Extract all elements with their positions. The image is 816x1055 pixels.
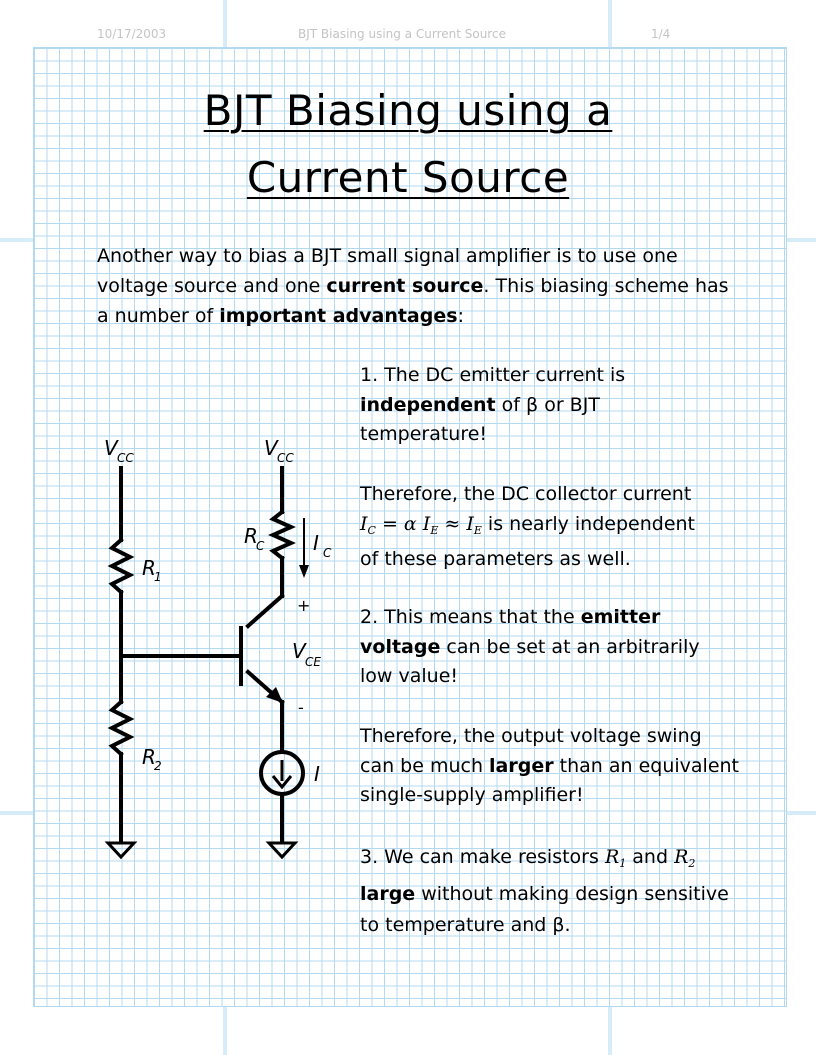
point-1-line: independent of β or BJT bbox=[360, 391, 780, 421]
collector-current-equation: IC = α IE ≈ IE is nearly independent bbox=[360, 510, 780, 546]
label-vcc-left: V bbox=[104, 436, 119, 460]
intro-text: voltage source and one bbox=[97, 275, 327, 297]
intro-text: a number of bbox=[97, 305, 220, 327]
label-rc-sub: C bbox=[256, 539, 265, 553]
math-subscript: C bbox=[367, 523, 376, 537]
intro-paragraph: Another way to bias a BJT small signal a… bbox=[97, 241, 757, 331]
text: is nearly independent bbox=[481, 512, 696, 535]
point-2: 2. This means that the emitter voltage c… bbox=[360, 603, 780, 692]
label-r1-sub: 1 bbox=[154, 570, 162, 584]
resistor-r1 bbox=[107, 537, 135, 595]
point-2-line: 2. This means that the emitter bbox=[360, 603, 780, 633]
therefore-line: of these parameters as well. bbox=[360, 548, 631, 570]
text: can be set at an arbitrarily bbox=[440, 635, 700, 658]
label-vcc-right-sub: CC bbox=[277, 451, 294, 465]
text: and bbox=[626, 846, 675, 868]
ground-symbol-left bbox=[104, 841, 138, 860]
collector-lead bbox=[245, 593, 285, 629]
intro-bold: current source bbox=[326, 275, 484, 297]
math-subscript: E bbox=[473, 523, 482, 537]
label-vce-sub: CE bbox=[305, 655, 321, 669]
text: than an equivalent bbox=[553, 754, 740, 777]
point-3: 3. We can make resistors R1 and R2 large… bbox=[360, 842, 780, 941]
label-rc: R bbox=[244, 524, 258, 548]
header-title: BJT Biasing using a Current Source bbox=[298, 27, 506, 41]
math-symbol: = α I bbox=[375, 512, 431, 535]
point-1-therefore: Therefore, the DC collector current IC =… bbox=[360, 480, 780, 575]
math-symbol: I bbox=[360, 512, 368, 535]
label-vce: V bbox=[292, 639, 307, 663]
point-3-line: to temperature and β. bbox=[360, 914, 571, 936]
point-1-line: 1. The DC emitter current is bbox=[360, 364, 626, 386]
header-date: 10/17/2003 bbox=[97, 27, 167, 41]
therefore-line: can be much larger than an equivalent bbox=[360, 752, 780, 782]
label-vce-plus: + bbox=[297, 596, 310, 615]
label-vce-minus: - bbox=[298, 698, 304, 717]
intro-line-2: voltage source and one current source. T… bbox=[97, 271, 757, 301]
label-vcc-left-sub: CC bbox=[117, 451, 134, 465]
therefore-line: single-supply amplifier! bbox=[360, 784, 584, 806]
therefore-line: Therefore, the output voltage swing bbox=[360, 725, 702, 747]
label-r1: R bbox=[142, 556, 156, 580]
emitter-arrow bbox=[266, 687, 283, 703]
text: of β or BJT bbox=[495, 393, 600, 416]
text: without making design sensitive bbox=[415, 883, 729, 905]
point-2-line: voltage can be set at an arbitrarily bbox=[360, 633, 780, 663]
label-ic-sub: C bbox=[323, 546, 332, 560]
point-3-line: 3. We can make resistors R1 and R2 bbox=[360, 842, 780, 879]
label-r2: R bbox=[142, 745, 156, 769]
math-subscript: 1 bbox=[619, 857, 627, 870]
label-vcc-right: V bbox=[264, 436, 279, 460]
current-source-arrow-head bbox=[271, 775, 293, 790]
text: 2. This means that the bbox=[360, 606, 581, 628]
bold-text: voltage bbox=[360, 635, 441, 658]
ground-symbol-right bbox=[265, 841, 299, 860]
header-page-number: 1/4 bbox=[651, 27, 671, 41]
intro-text: . This biasing scheme has bbox=[483, 275, 729, 297]
text: can be much bbox=[360, 754, 490, 777]
bold-text: emitter bbox=[580, 606, 661, 628]
point-3-line: large without making design sensitive bbox=[360, 879, 780, 910]
intro-line-3: a number of important advantages: bbox=[97, 301, 757, 331]
bold-text: independent bbox=[360, 393, 496, 416]
intro-line-1: Another way to bias a BJT small signal a… bbox=[97, 245, 678, 267]
math-subscript: E bbox=[430, 523, 439, 537]
page-title-line-2: Current Source bbox=[246, 153, 570, 202]
math-symbol: R bbox=[604, 846, 620, 868]
math-subscript: 2 bbox=[688, 857, 696, 870]
point-2-line: low value! bbox=[360, 665, 458, 687]
page-title-line-1: BJT Biasing using a bbox=[203, 86, 613, 135]
label-r2-sub: 2 bbox=[154, 759, 162, 773]
resistor-rc bbox=[268, 509, 296, 561]
intro-text: : bbox=[457, 305, 464, 327]
intro-bold: important advantages bbox=[219, 305, 458, 327]
therefore-line: Therefore, the DC collector current bbox=[360, 483, 692, 505]
label-ic: I bbox=[313, 531, 319, 555]
graph-paper-grid bbox=[33, 47, 787, 1007]
bold-text: larger bbox=[489, 754, 554, 777]
bold-text: large bbox=[360, 883, 416, 905]
label-current-source: I bbox=[314, 762, 320, 786]
point-1-line: temperature! bbox=[360, 423, 488, 445]
resistor-r2 bbox=[107, 699, 135, 757]
point-1: 1. The DC emitter current is independent… bbox=[360, 361, 780, 450]
math-symbol: ≈ I bbox=[438, 512, 474, 535]
text: 3. We can make resistors bbox=[360, 846, 605, 868]
math-symbol: R bbox=[674, 846, 689, 868]
collector-current-arrow-head bbox=[299, 565, 309, 578]
point-2-therefore: Therefore, the output voltage swing can … bbox=[360, 722, 780, 811]
